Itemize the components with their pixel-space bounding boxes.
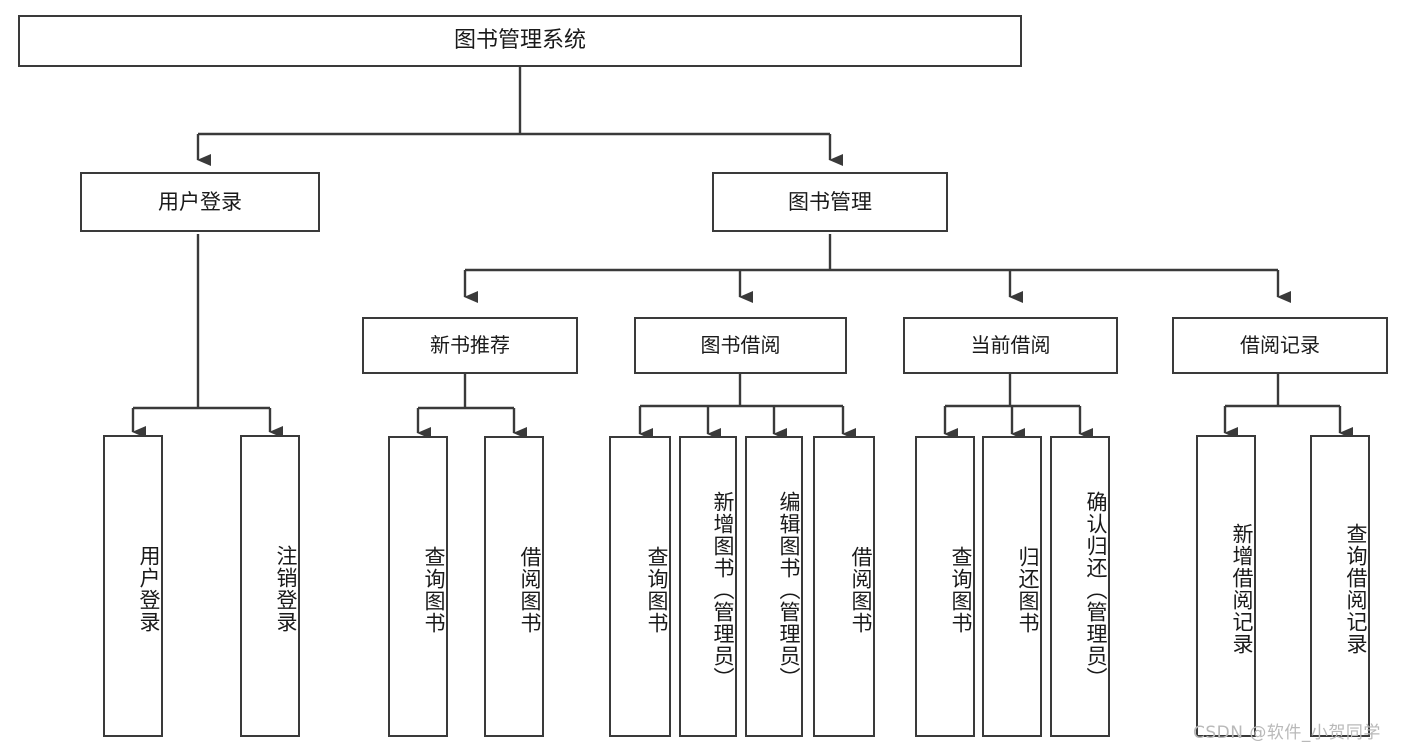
leaf-user-login-label: 用户登录 [137,545,161,633]
leaf-query-borrow-record[interactable]: 查询借阅记录 [1310,435,1370,737]
leaf-borrow-book-recommend-label: 借阅图书 [518,545,542,634]
leaf-return-book-label: 归还图书 [1016,545,1040,634]
leaf-add-borrow-record-label: 新增借阅记录 [1230,523,1254,655]
leaf-return-book[interactable]: 归还图书 [982,436,1042,737]
node-current-borrow[interactable]: 当前借阅 [903,317,1118,374]
node-book-borrow-label: 图书借阅 [700,332,781,357]
node-book-manage-label: 图书管理 [788,189,872,214]
leaf-query-book-borrow[interactable]: 查询图书 [609,436,671,737]
node-new-book-recommend[interactable]: 新书推荐 [362,317,578,374]
leaf-query-book-recommend-label: 查询图书 [422,545,446,634]
leaf-borrow-book-recommend[interactable]: 借阅图书 [484,436,544,737]
leaf-confirm-return-admin-label: 确认归还（管理员） [1084,490,1108,689]
node-user-login[interactable]: 用户登录 [80,172,320,232]
leaf-query-book-recommend[interactable]: 查询图书 [388,436,448,737]
node-book-manage[interactable]: 图书管理 [712,172,948,232]
node-borrow-record-label: 借阅记录 [1240,332,1320,357]
leaf-edit-book-admin-label: 编辑图书（管理员） [777,490,801,689]
leaf-query-book-borrow-label: 查询图书 [645,545,669,634]
leaf-user-login[interactable]: 用户登录 [103,435,163,737]
leaf-add-book-admin-label: 新增图书（管理员） [711,490,735,689]
leaf-query-book-current[interactable]: 查询图书 [915,436,975,737]
node-user-login-label: 用户登录 [158,189,242,214]
leaf-logout-login[interactable]: 注销登录 [240,435,300,737]
leaf-borrow-book-borrow[interactable]: 借阅图书 [813,436,875,737]
node-root-label: 图书管理系统 [453,28,586,54]
node-current-borrow-label: 当前借阅 [970,332,1051,357]
node-book-borrow[interactable]: 图书借阅 [634,317,847,374]
csdn-watermark: CSDN @软件_小贺同学 [1193,723,1381,743]
leaf-add-borrow-record[interactable]: 新增借阅记录 [1196,435,1256,737]
leaf-edit-book-admin[interactable]: 编辑图书（管理员） [745,436,803,737]
leaf-logout-login-label: 注销登录 [274,545,298,633]
node-new-book-recommend-label: 新书推荐 [430,332,510,357]
leaf-confirm-return-admin[interactable]: 确认归还（管理员） [1050,436,1110,737]
leaf-query-book-current-label: 查询图书 [949,545,973,634]
leaf-query-borrow-record-label: 查询借阅记录 [1344,523,1368,655]
leaf-add-book-admin[interactable]: 新增图书（管理员） [679,436,737,737]
leaf-borrow-book-borrow-label: 借阅图书 [849,545,873,634]
node-borrow-record[interactable]: 借阅记录 [1172,317,1388,374]
node-root-book-management-system[interactable]: 图书管理系统 [18,15,1022,67]
